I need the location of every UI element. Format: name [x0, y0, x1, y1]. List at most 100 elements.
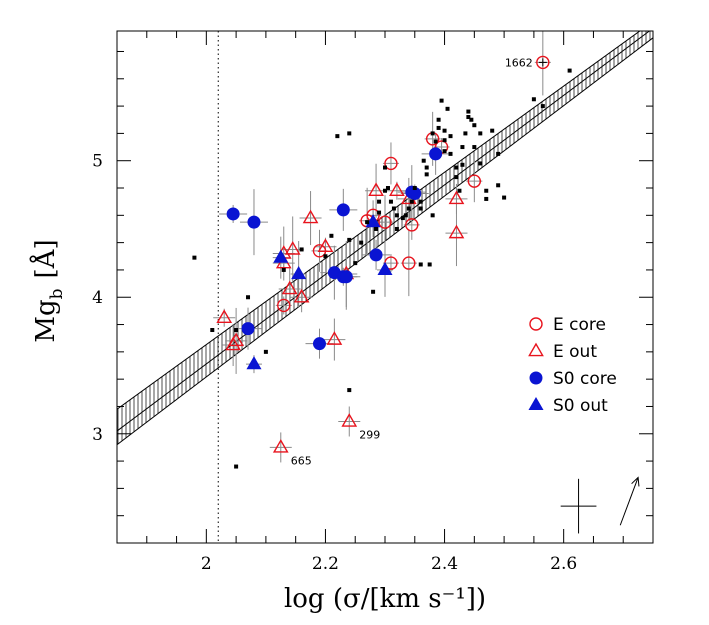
- point-e-out: [448, 224, 465, 239]
- point-s0-core: [247, 215, 261, 229]
- point-comparison-sample: [374, 226, 379, 231]
- legend-marker-s0-out: [528, 396, 544, 411]
- error-bars: [213, 31, 551, 463]
- point-comparison-sample: [353, 261, 358, 266]
- point-e-out: [284, 241, 301, 255]
- point-s0-core: [339, 270, 353, 284]
- point-comparison-sample: [371, 289, 376, 294]
- point-comparison-sample: [418, 199, 423, 204]
- point-comparison-sample: [323, 254, 328, 259]
- point-e-out: [326, 331, 343, 345]
- y-tick-label: 5: [92, 152, 103, 172]
- data-points: [192, 55, 572, 469]
- point-comparison-sample: [400, 216, 405, 221]
- point-comparison-sample: [442, 149, 447, 154]
- point-comparison-sample: [463, 131, 468, 136]
- point-comparison-sample: [484, 188, 489, 193]
- point-comparison-sample: [472, 145, 477, 150]
- point-e-out: [272, 439, 289, 453]
- annotation-665: 665: [291, 454, 312, 467]
- x-tick-label: 2: [201, 554, 212, 574]
- point-comparison-sample: [418, 262, 423, 267]
- axis-ticks: 2 2.2 2.4 2.6 3 4 5: [92, 31, 654, 574]
- point-comparison-sample: [448, 134, 453, 139]
- legend-marker-e-core: [529, 317, 543, 331]
- point-comparison-sample: [469, 117, 474, 122]
- legend-label: E out: [553, 342, 597, 362]
- model-arrow-shaft: [619, 477, 639, 526]
- point-comparison-sample: [460, 145, 465, 150]
- point-s0-out: [365, 214, 381, 228]
- point-comparison-sample: [403, 213, 408, 218]
- point-e-out: [448, 190, 465, 205]
- point-comparison-sample: [430, 213, 435, 218]
- y-axis-label-main: Mg: [31, 299, 61, 342]
- point-e-core: [378, 215, 392, 229]
- point-comparison-sample: [347, 388, 352, 393]
- point-comparison-sample: [448, 151, 453, 156]
- point-comparison-sample: [496, 151, 501, 156]
- point-comparison-sample: [540, 104, 545, 109]
- x-tick-label: 2.4: [431, 554, 458, 574]
- point-comparison-sample: [192, 255, 197, 260]
- point-comparison-sample: [421, 158, 426, 163]
- point-comparison-sample: [365, 220, 370, 225]
- point-comparison-sample: [329, 233, 334, 238]
- point-comparison-sample: [281, 267, 286, 272]
- point-comparison-sample: [418, 206, 423, 211]
- point-comparison-sample: [377, 199, 382, 204]
- x-axis-label: log (σ/[km s⁻¹]): [284, 584, 486, 614]
- point-e-out: [389, 182, 405, 196]
- x-tick-label: 2.6: [550, 554, 577, 574]
- point-comparison-sample: [391, 206, 396, 211]
- point-comparison-sample: [496, 183, 501, 188]
- point-s0-core: [336, 203, 350, 217]
- point-s0-core: [241, 322, 255, 336]
- point-comparison-sample: [436, 117, 441, 122]
- point-s0-core: [226, 207, 240, 221]
- point-comparison-sample: [388, 199, 393, 204]
- point-comparison-sample: [460, 162, 465, 167]
- point-comparison-sample: [457, 188, 462, 193]
- point-e-out: [368, 182, 384, 196]
- point-comparison-sample: [383, 188, 387, 193]
- legend-marker-e-out: [528, 342, 544, 357]
- point-comparison-sample: [442, 128, 447, 133]
- point-comparison-sample: [234, 328, 239, 333]
- point-comparison-sample: [433, 139, 438, 144]
- point-s0-out: [377, 261, 393, 275]
- point-comparison-sample: [478, 131, 483, 136]
- point-e-core: [405, 218, 419, 232]
- point-s0-core: [429, 147, 443, 161]
- point-comparison-sample: [383, 165, 387, 170]
- point-comparison-sample: [347, 237, 352, 242]
- point-s0-core: [369, 248, 383, 262]
- point-comparison-sample: [385, 186, 390, 191]
- point-comparison-sample: [454, 165, 459, 170]
- y-tick-label: 4: [92, 288, 103, 308]
- point-comparison-sample: [263, 349, 268, 354]
- point-comparison-sample: [531, 97, 536, 102]
- point-e-out: [302, 209, 319, 224]
- point-s0-out: [273, 249, 289, 263]
- point-comparison-sample: [394, 213, 399, 218]
- point-comparison-sample: [299, 247, 304, 252]
- x-tick-label: 2.2: [312, 554, 339, 574]
- point-comparison-sample: [406, 206, 411, 211]
- point-comparison-sample: [567, 68, 572, 73]
- point-comparison-sample: [359, 240, 364, 245]
- annotation-299: 299: [359, 428, 380, 441]
- point-comparison-sample: [347, 131, 352, 136]
- point-comparison-sample: [445, 106, 450, 111]
- y-tick-label: 3: [92, 425, 103, 445]
- point-e-core: [467, 174, 482, 188]
- point-comparison-sample: [490, 128, 495, 133]
- point-comparison-sample: [335, 134, 340, 139]
- point-s0-out: [246, 356, 262, 370]
- point-comparison-sample: [246, 295, 251, 300]
- point-comparison-sample: [484, 196, 489, 201]
- point-comparison-sample: [439, 98, 444, 103]
- legend-label: S0 out: [553, 396, 608, 416]
